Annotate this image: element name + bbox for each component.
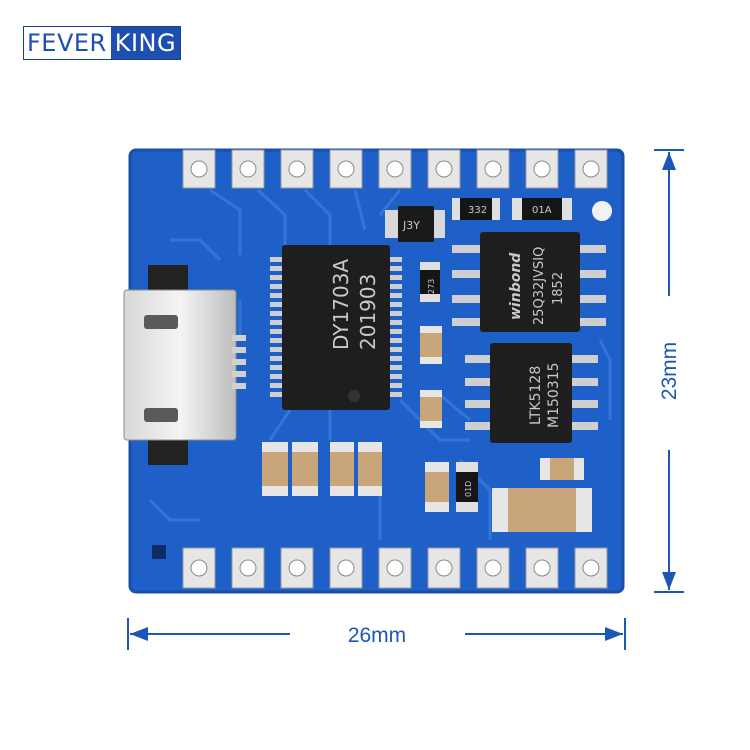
svg-text:01D: 01D [464,481,473,497]
flash-chip-date: 1852 [551,272,566,305]
amp-chip-ltk5128: LTK5128 M150315 [465,343,598,443]
logo-text-fever: FEVER [24,27,111,59]
resistor-01d: 01D [456,462,478,512]
bottom-pin-row [182,547,608,589]
flash-chip-winbond: winbond 25Q32JVSIQ 1852 [452,232,606,332]
micro-usb-connector [123,265,246,465]
width-dimension: 26mm [127,618,626,650]
svg-text:J3Y: J3Y [402,219,420,232]
silkscreen-mark [152,545,166,559]
diode-j3y: J3Y [385,206,445,242]
amp-chip-model: LTK5128 [528,366,544,425]
svg-text:273: 273 [427,279,436,294]
svg-text:332: 332 [468,205,487,216]
flash-chip-brand: winbond [508,252,524,320]
width-label: 26mm [348,624,406,647]
main-chip-pins [270,257,402,397]
resistor-01a: 01A [512,198,572,220]
svg-text:01A: 01A [532,205,552,216]
main-chip-dy1703a: DY1703A 201903 [282,245,390,410]
brand-logo: FEVER KING [23,26,182,60]
main-chip-label-2: 201903 [356,274,380,350]
pcb-traces [148,188,612,540]
capacitors [262,326,592,532]
flash-chip-model: 25Q32JVSIQ [532,247,547,325]
resistor-273: 273 [420,262,440,302]
resistor-332: 332 [452,198,500,220]
height-label: 23mm [658,342,681,400]
amp-chip-lot: M150315 [546,362,562,428]
mounting-dot [592,201,612,221]
top-pin-row [182,149,608,189]
logo-text-king: KING [110,27,181,59]
main-chip-label-1: DY1703A [329,259,353,350]
height-dimension: 23mm [654,149,684,593]
